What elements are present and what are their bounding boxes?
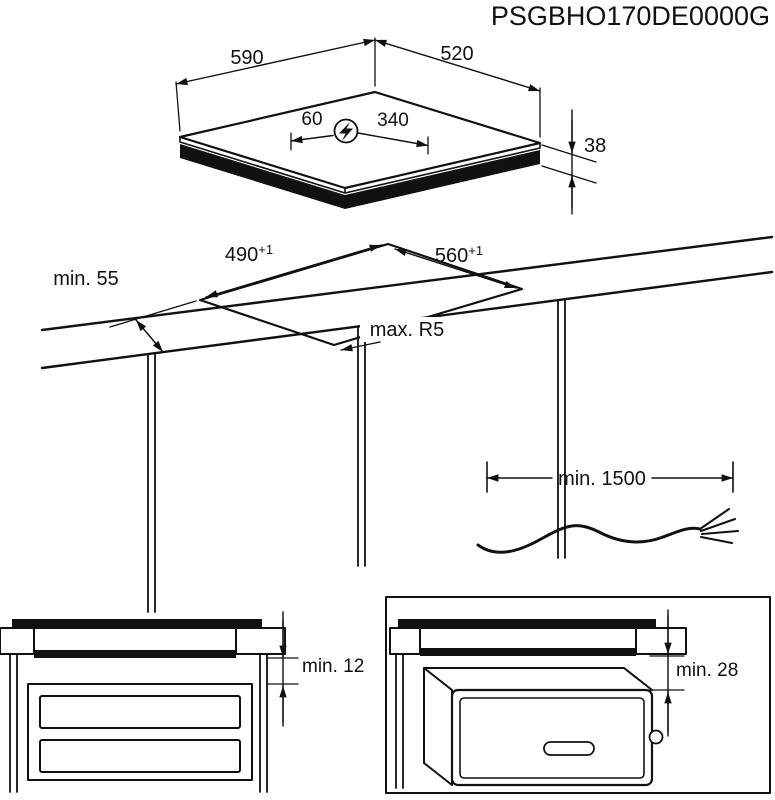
panel-frame [385,596,771,794]
dim-power-offset-right-label: 340 [377,110,409,131]
lightning-bolt-icon [339,122,353,141]
dim-wall-clearance-label: min. 55 [53,268,119,290]
dim-drawer-clearance-label: min. 12 [302,656,364,677]
hob-isometric-view [178,90,542,209]
cabinet-panels [147,298,566,613]
cable-length-diagram: min. 1500 [476,461,739,554]
cabinet-side-panel [395,653,404,789]
hob-dimensions: 590 520 38 60 340 [175,37,606,215]
worktop-left-section [389,627,421,655]
oven-front [450,688,654,787]
oven-handle [543,741,595,756]
dim-hob-depth-label: 520 [440,43,473,65]
power-cable [476,524,702,554]
oven-left-side [423,667,453,786]
oven-knob [648,729,664,745]
oven-door [459,697,645,779]
dim-oven-clearance-label: min. 28 [676,660,738,681]
cutout-width-tolerance: +1 [468,243,483,258]
cutout-dimensions: 490+1 560+1 max. R5 min. 55 [53,242,517,353]
oven-top-edges [423,667,653,691]
worktop-left-section [0,627,35,655]
dim-power-offset-left-label: 60 [301,109,322,130]
hob-body-right-face [345,150,540,209]
oven-installation-view: min. 28 [385,596,771,794]
drawer-front-top [39,695,241,729]
dim-hob-thickness-label: 38 [584,135,606,157]
cabinet-box [27,683,253,781]
cutout-depth-tolerance: +1 [258,242,273,257]
cable-wire-ends [699,508,739,544]
worktop-right-section [635,627,687,655]
dim-hob-width-label: 590 [230,47,263,69]
dim-corner-radius-label: max. R5 [370,319,444,341]
hob-glass-side [12,619,262,628]
cutout-width-value: 560 [435,245,468,267]
drawer-front-bottom [39,739,241,773]
dim-cutout-width-label: 560+1 [435,243,483,267]
hob-body-left-face [180,144,345,209]
hob-glass-side [398,619,656,628]
power-connection-icon [333,118,359,144]
dim-cutout-depth-label: 490+1 [225,242,273,266]
worktop-right-section [235,627,286,655]
cutout-depth-value: 490 [225,244,258,266]
cabinet-legs [9,653,268,793]
dim-cable-length-label: min. 1500 [558,468,646,490]
drawer-installation-view: min. 12 [0,611,364,793]
product-code-label: PSGBHO170DE0000G [491,1,770,31]
worktop-cutout-view [40,235,774,613]
